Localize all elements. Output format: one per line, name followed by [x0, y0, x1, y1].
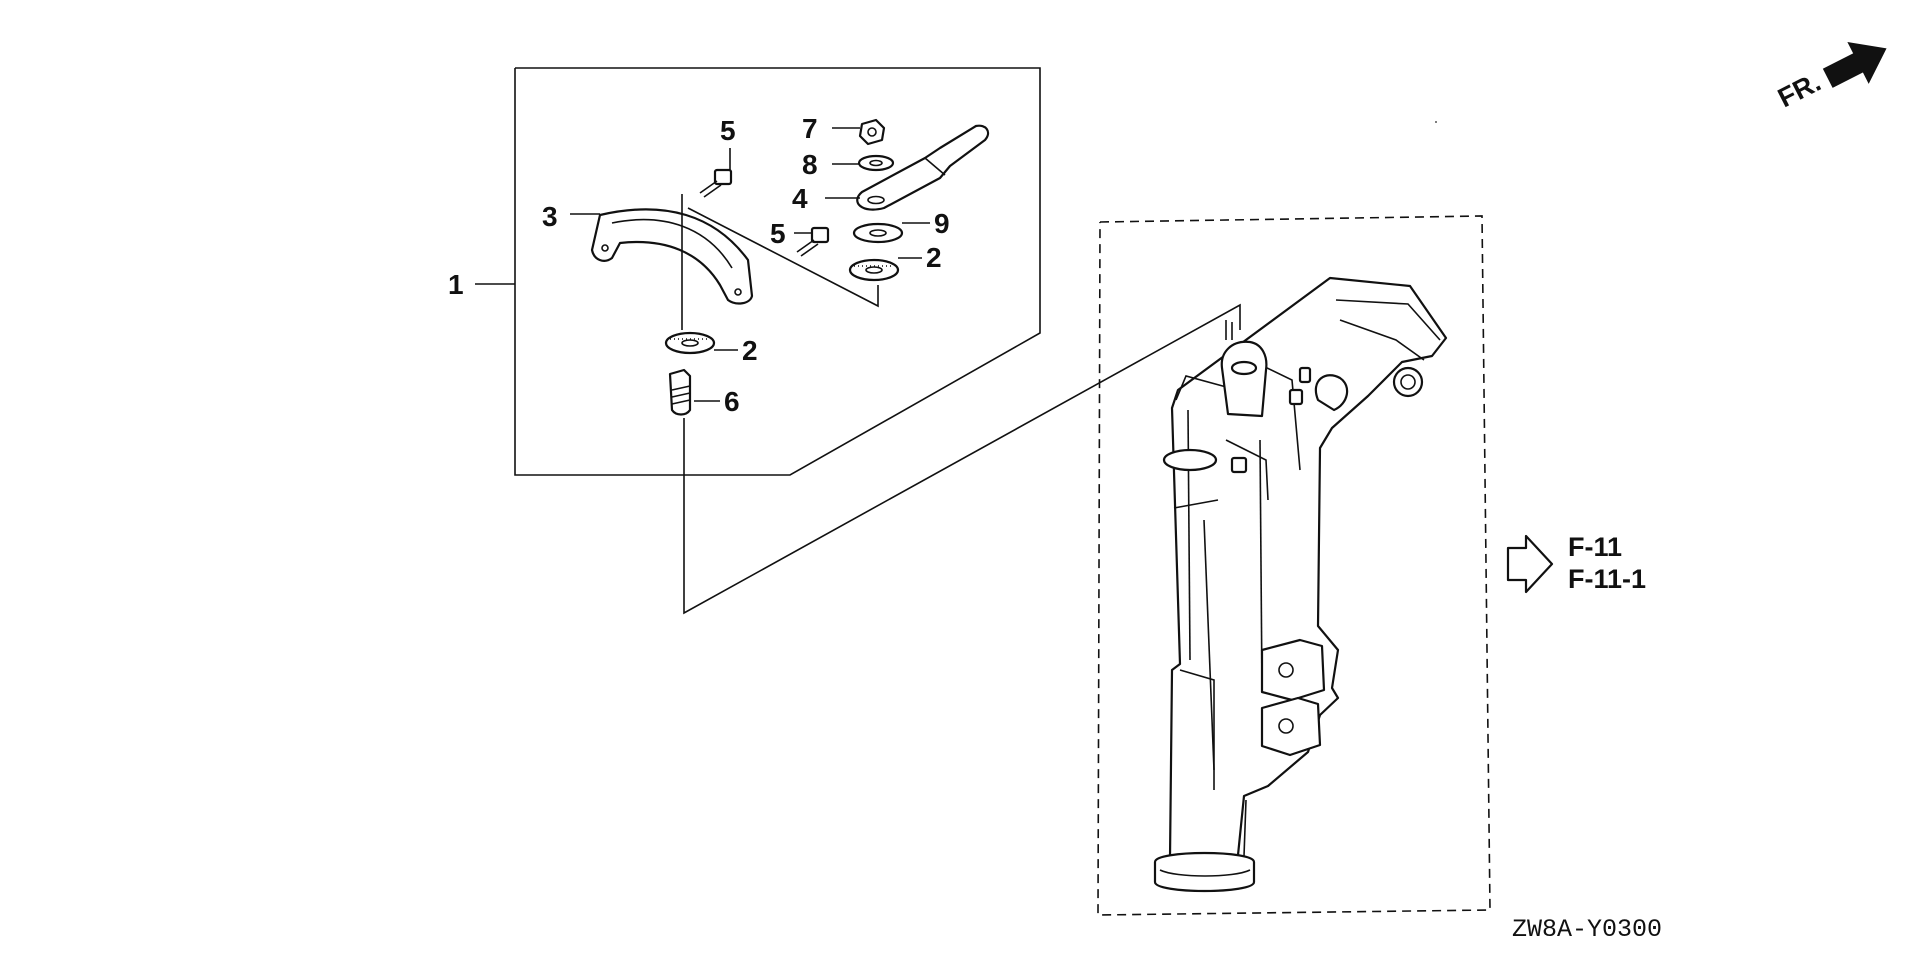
part-8-washer	[857, 154, 895, 172]
part-2-grommet-left	[664, 331, 716, 355]
callout-9: 9	[934, 208, 950, 239]
callout-6: 6	[724, 386, 740, 417]
callout-5-upper: 5	[720, 115, 736, 146]
callout-1: 1	[448, 269, 464, 300]
part-3-bracket	[590, 208, 754, 305]
extension-case-outline	[1097, 215, 1491, 916]
part-4-lever	[856, 124, 990, 211]
callout-4: 4	[792, 183, 808, 214]
callout-3: 3	[542, 201, 558, 232]
part-2-grommet-right	[848, 258, 900, 282]
assembly-group-outline	[514, 67, 1041, 476]
part-5-bolt-upper	[699, 168, 733, 198]
front-direction-arrow-icon	[1822, 41, 1887, 88]
callout-2-right: 2	[926, 242, 942, 273]
callout-7: 7	[802, 113, 818, 144]
reference-arrow-icon	[1506, 534, 1554, 594]
extension-case	[1153, 276, 1448, 893]
diagram-code: ZW8A-Y0300	[1512, 915, 1662, 944]
reference-label-f-11-1: F-11-1	[1568, 564, 1646, 594]
part-7-nut	[858, 118, 886, 146]
part-5-bolt-lower	[796, 226, 830, 257]
part-9-washer	[852, 222, 904, 244]
callout-5-lower: 5	[770, 218, 786, 249]
part-6-collar	[668, 368, 692, 416]
speck-mark	[1435, 121, 1437, 123]
front-indicator-label: FR.	[1773, 67, 1825, 113]
guide-line-to-extension	[683, 303, 1241, 615]
callout-8: 8	[802, 149, 818, 180]
reference-label-f-11: F-11	[1568, 532, 1622, 562]
guide-line-bracket-to-washer	[687, 207, 879, 308]
callout-2-left: 2	[742, 335, 758, 366]
